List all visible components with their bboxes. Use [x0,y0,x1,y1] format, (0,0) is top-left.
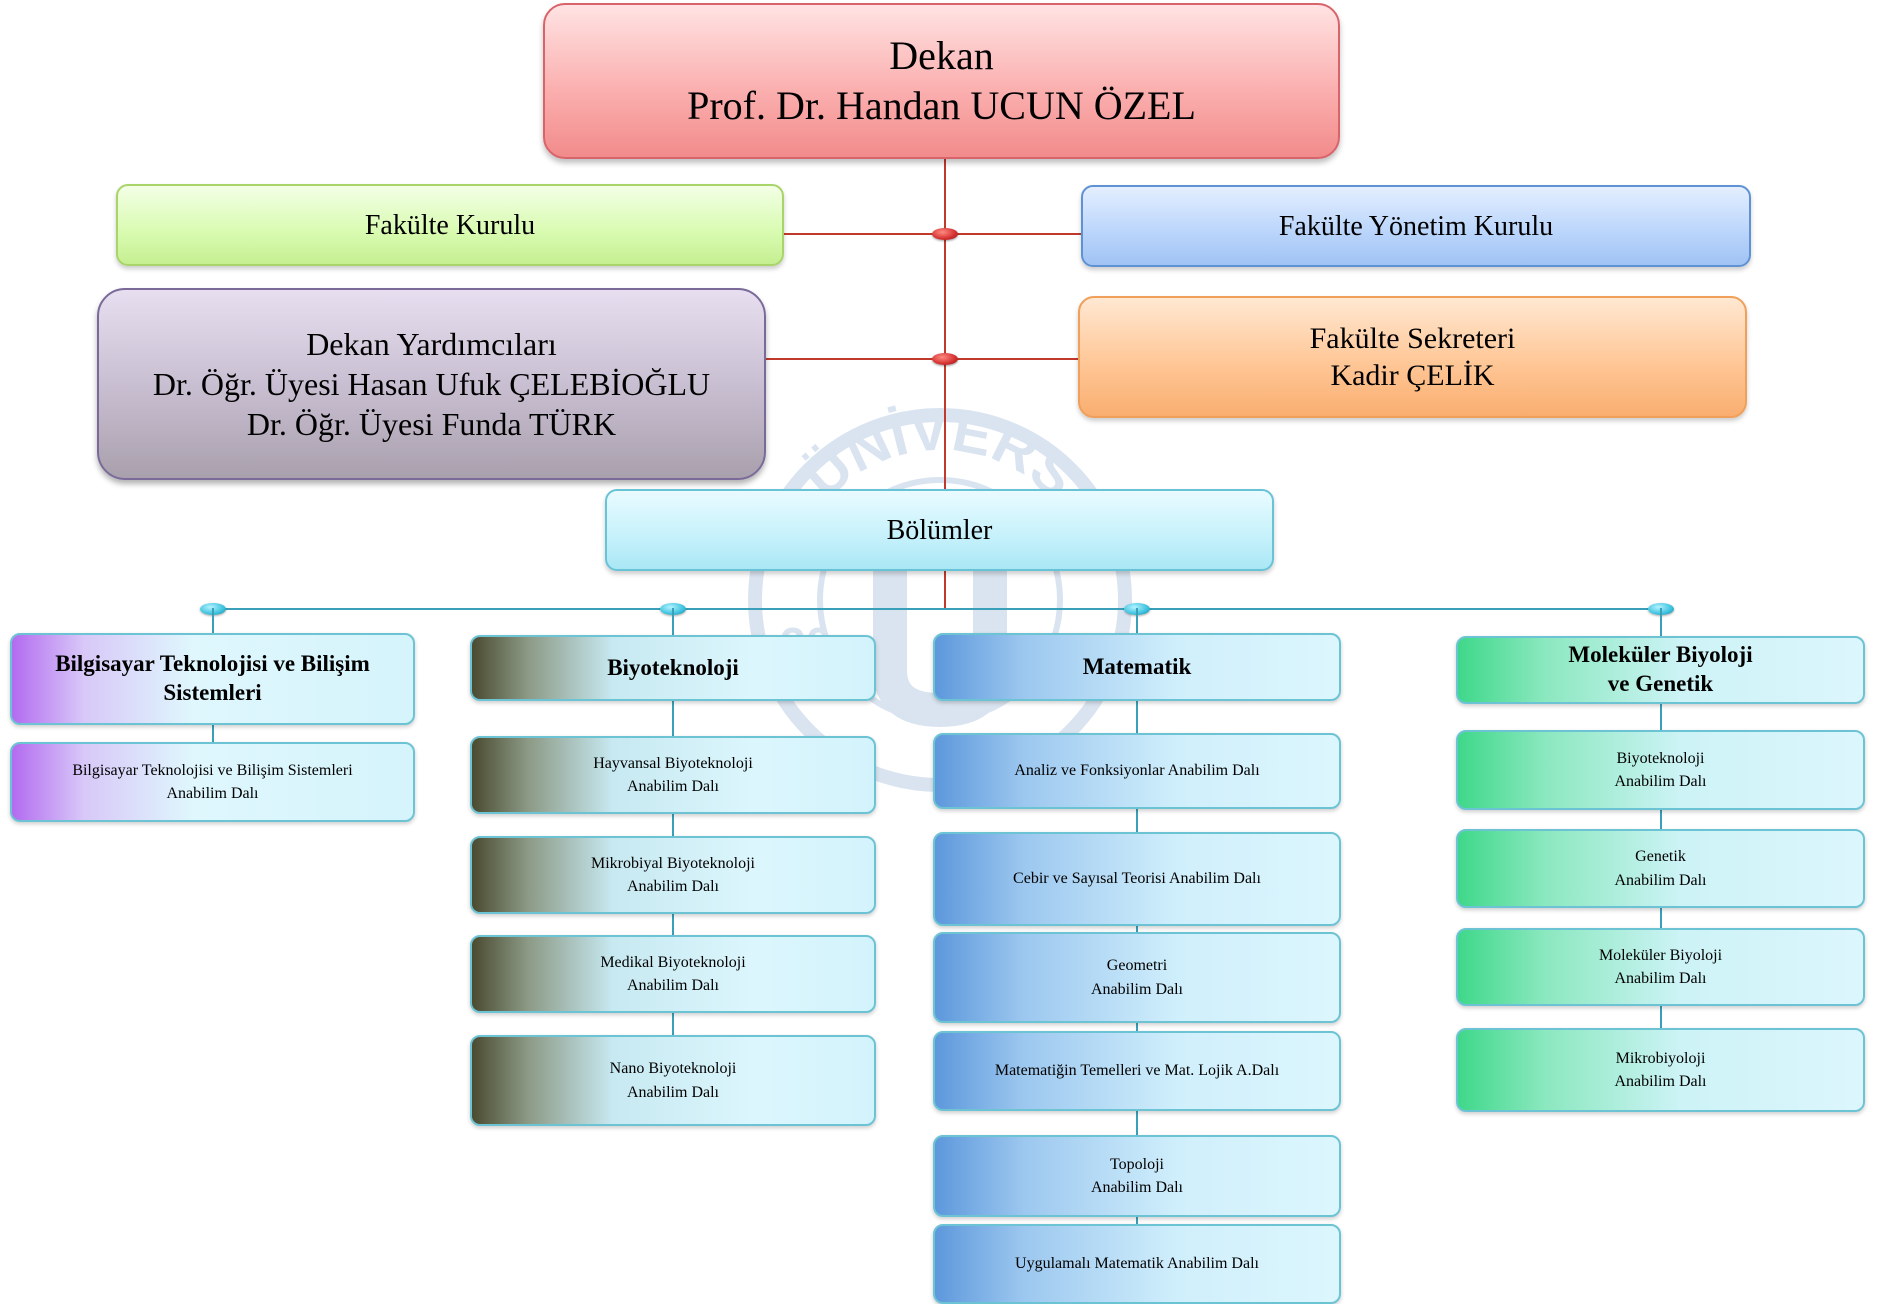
fakulte-yonetim-kurulu-box: Fakülte Yönetim Kurulu [1081,185,1751,267]
yardimci-connector [766,358,1078,360]
anabilim-dali-box: Uygulamalı Matematik Anabilim Dalı [933,1224,1341,1304]
anabilim-dali-box: Matematiğin Temelleri ve Mat. Lojik A.Da… [933,1031,1341,1111]
anabilim-dali-label: Uygulamalı Matematik Anabilim Dalı [1015,1255,1259,1273]
anabilim-dali-label: Mikrobiyal Biyoteknoloji [591,854,755,872]
dekan-yardimcisi-name: Dr. Öğr. Üyesi Hasan Ufuk ÇELEBİOĞLU [152,366,711,402]
anabilim-dali-label: Mikrobiyoloji [1615,1049,1706,1067]
anabilim-dali-label: Anabilim Dalı [166,785,259,802]
anabilim-dali-box: Bilgisayar Teknolojisi ve Bilişim Sistem… [10,742,415,822]
anabilim-dali-label: Anabilim Dalı [627,977,719,994]
anabilim-dali-label: Anabilim Dalı [1614,970,1707,987]
anabilim-dali-label: Hayvansal Biyoteknoloji [593,754,753,772]
junction-bead [932,353,958,365]
department-name-line: Bilgisayar Teknolojisi ve Bilişim [55,651,370,677]
anabilim-dali-label: Matematiğin Temelleri ve Mat. Lojik A.Da… [994,1062,1280,1080]
anabilim-dali-label: Anabilim Dalı [627,1083,719,1101]
anabilim-dali-label: Bilgisayar Teknolojisi ve Bilişim Sistem… [72,761,353,779]
department-connector-line [1659,608,1662,1028]
dekan-yardimcilari-title: Dekan Yardımcıları [306,326,557,362]
dekan-title: Dekan [889,33,994,78]
anabilim-dali-label: Anabilim Dalı [627,778,719,795]
anabilim-dali-label: Cebir ve Sayısal Teorisi Anabilim Dalı [1013,870,1261,888]
fakulte-sekreteri-box: Fakülte Sekreteri Kadir ÇELİK [1078,296,1747,418]
fakulte-yonetim-kurulu-label: Fakülte Yönetim Kurulu [1278,210,1554,242]
anabilim-dali-label: Moleküler Biyoloji [1598,946,1723,964]
dekan-box: Dekan Prof. Dr. Handan UCUN ÖZEL [543,3,1340,159]
anabilim-dali-label: Topoloji [1110,1155,1164,1173]
anabilim-dali-label: Anabilim Dalı [1614,1073,1707,1090]
anabilim-dali-label: Anabilim Dalı [1091,980,1183,998]
anabilim-dali-label: Anabilim Dalı [1614,871,1707,889]
department-name-line: Sistemleri [163,680,262,705]
dekan-name: Prof. Dr. Handan UCUN ÖZEL [687,83,1196,128]
anabilim-dali-label: Genetik [1635,848,1686,866]
anabilim-dali-label: Anabilim Dalı [1614,773,1707,790]
anabilim-dali-box: Cebir ve Sayısal Teorisi Anabilim Dalı [933,832,1341,926]
department-header: Moleküler Biyoloji ve Genetik [1456,636,1865,704]
fakulte-sekreteri-title: Fakülte Sekreteri [1309,321,1516,355]
anabilim-dali-label: Anabilim Dalı [627,878,719,895]
anabilim-dali-label: Medikal Biyoteknoloji [600,953,746,971]
department-name-line: Matematik [1082,653,1192,679]
dekan-yardimcilari-box: Dekan Yardımcıları Dr. Öğr. Üyesi Hasan … [97,288,766,480]
anabilim-dali-label: Anabilim Dalı [1091,1179,1183,1196]
department-name-line: ve Genetik [1607,671,1714,696]
fakulte-sekreteri-name: Kadir ÇELİK [1330,359,1495,392]
bolumler-label: Bölümler [886,514,993,546]
bolumler-down-line [944,571,946,609]
anabilim-dali-label: Nano Biyoteknoloji [609,1060,737,1078]
fakulte-kurulu-box: Fakülte Kurulu [116,184,784,266]
department-header: Matematik [933,633,1341,701]
departments-bus-line [212,608,1661,610]
anabilim-dali-box: Analiz ve Fonksiyonlar Anabilim Dalı [933,733,1341,809]
anabilim-dali-label: Geometri [1106,957,1168,975]
anabilim-dali-label: Biyoteknoloji [1616,749,1705,767]
department-name-line: Biyoteknoloji [607,654,739,680]
spine-line [944,158,946,491]
department-name-line: Moleküler Biyoloji [1568,642,1753,668]
dekan-yardimcisi-name: Dr. Öğr. Üyesi Funda TÜRK [246,406,617,442]
bolumler-box: Bölümler [605,489,1274,571]
department-connector-line [672,608,674,1035]
department-header: Biyoteknoloji [470,635,876,701]
anabilim-dali-label: Analiz ve Fonksiyonlar Anabilim Dalı [1014,762,1260,780]
junction-bead [932,228,958,240]
fakulte-kurulu-label: Fakülte Kurulu [364,209,536,241]
